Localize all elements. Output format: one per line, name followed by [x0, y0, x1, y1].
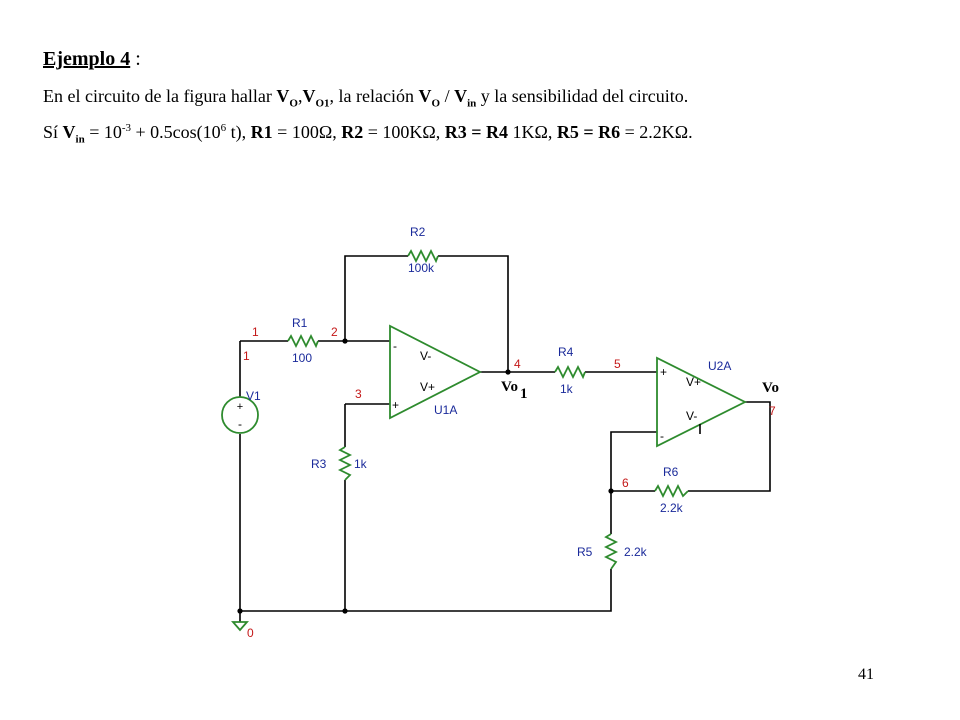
junction-dot	[237, 608, 243, 614]
vo-label: Vo	[762, 380, 779, 396]
text-segment: ,	[297, 86, 303, 106]
var-vo: V	[276, 86, 290, 106]
var-r1: R1	[250, 122, 273, 142]
node-1-label: 1	[252, 325, 259, 339]
example-title: Ejemplo 4	[43, 48, 131, 70]
u2a-name: U2A	[708, 359, 731, 373]
text-segment: Sí	[43, 122, 63, 142]
r1-value: 100	[292, 351, 312, 365]
u1a-name: U1A	[434, 403, 457, 417]
node-7-label: 7	[769, 404, 776, 418]
exponent: 6	[220, 122, 227, 134]
u2a-vplus-label: V+	[686, 375, 701, 389]
r3-value: 1k	[354, 457, 368, 471]
component-labels: R1 100 R2 100k R3 1k R4 1k R5 2.2k R6 2.…	[246, 225, 731, 559]
text-segment: En el circuito de la figura hallar	[43, 86, 277, 106]
problem-statement-line-2: Sí Vin = 10-3 + 0.5cos(106 t), R1 = 100Ω…	[43, 122, 693, 146]
r4-value: 1k	[560, 382, 574, 396]
u1a-vminus-label: V-	[420, 349, 431, 363]
text-segment: = 2.2KΩ.	[620, 122, 693, 142]
resistor-r6	[654, 483, 689, 499]
vo1-label: Vo	[501, 379, 518, 395]
var-r3-r4: R3 = R4	[444, 122, 508, 142]
exponent: -3	[121, 122, 132, 134]
resistor-r3	[337, 446, 353, 481]
var-r5-r6: R5 = R6	[556, 122, 621, 142]
v1-plus-sign: +	[237, 401, 243, 413]
r1-name: R1	[292, 316, 308, 330]
text-segment: = 100KΩ,	[363, 122, 445, 142]
u1a-vplus-label: V+	[420, 380, 435, 394]
resistor-r2	[407, 248, 439, 264]
var-vo1-sub: O1	[315, 97, 330, 110]
page-number: 41	[858, 666, 874, 683]
junction-dot	[505, 369, 511, 375]
resistor-r4	[554, 364, 586, 380]
r6-name: R6	[663, 465, 679, 479]
resistor-r1	[287, 333, 319, 349]
var-vin: V	[62, 122, 76, 142]
node-1-label: 1	[243, 349, 250, 363]
junction-dot	[342, 608, 348, 614]
var-vin-sub: in	[467, 97, 477, 110]
text-segment: y la sensibilidad del circuito.	[476, 86, 689, 106]
text-segment: , la relación	[329, 86, 419, 106]
node-0-label: 0	[247, 626, 254, 640]
u1a-noninverting-input-sign: +	[392, 398, 399, 412]
v1-name: V1	[246, 389, 261, 403]
text-segment: t),	[226, 122, 251, 142]
resistor-r5	[603, 533, 619, 570]
text-segment: + 0.5cos(10	[131, 122, 221, 142]
var-r2: R2	[341, 122, 364, 142]
r5-name: R5	[577, 545, 593, 559]
node-5-label: 5	[614, 357, 621, 371]
r4-name: R4	[558, 345, 574, 359]
node-4-label: 4	[514, 357, 521, 371]
wires	[239, 255, 771, 622]
var-vo-ratio-sub: O	[431, 97, 441, 110]
opamp-u2a: + - V+ V-	[656, 356, 748, 448]
voltage-source-v1: + -	[221, 396, 259, 434]
v1-minus-sign: -	[238, 417, 242, 431]
vo1-subscript: 1	[520, 386, 528, 402]
var-vin-sub: in	[75, 133, 85, 146]
text-segment: = 10	[84, 122, 122, 142]
node-3-label: 3	[355, 387, 362, 401]
var-vo-ratio: V	[418, 86, 432, 106]
node-labels: 1 1 2 3 4 5 6 7 0	[243, 325, 776, 640]
output-labels: Vo 1 Vo	[501, 379, 779, 402]
r2-value: 100k	[408, 261, 435, 275]
opamp-u1a: - + V- V+	[389, 324, 482, 420]
node-6-label: 6	[622, 476, 629, 490]
ground-icon	[231, 621, 249, 632]
u2a-inverting-input-sign: -	[660, 429, 664, 443]
junction-dot	[342, 338, 348, 344]
var-vin: V	[454, 86, 468, 106]
r5-value: 2.2k	[624, 545, 648, 559]
text-segment: = 100Ω,	[272, 122, 342, 142]
var-vo-sub: O	[289, 97, 298, 110]
problem-statement-line-1: En el circuito de la figura hallar VO,VO…	[43, 86, 688, 110]
u2a-noninverting-input-sign: +	[660, 365, 667, 379]
var-vo1: V	[302, 86, 316, 106]
example-heading: Ejemplo 4 :	[43, 48, 141, 71]
text-segment: 1KΩ,	[508, 122, 557, 142]
u1a-inverting-input-sign: -	[393, 339, 397, 353]
r6-value: 2.2k	[660, 501, 684, 515]
r2-name: R2	[410, 225, 426, 239]
r3-name: R3	[311, 457, 327, 471]
example-colon: :	[135, 48, 141, 70]
junction-dot	[608, 488, 614, 494]
node-2-label: 2	[331, 325, 338, 339]
text-segment: /	[440, 86, 455, 106]
u2a-vminus-label: V-	[686, 409, 697, 423]
junction-dots	[237, 338, 614, 614]
